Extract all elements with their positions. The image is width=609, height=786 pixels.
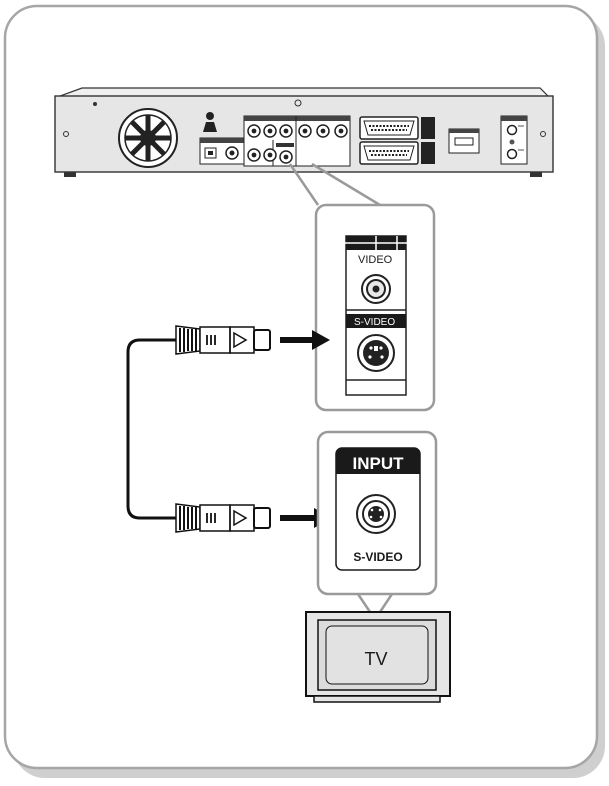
- outer-frame: [3, 4, 599, 770]
- tv-s-video-jack: [356, 494, 396, 534]
- digital-audio-out-block: [199, 137, 245, 165]
- tv-callout-lines: [356, 593, 394, 613]
- video-label: VIDEO: [358, 254, 393, 266]
- cable-plug-bottom: [175, 503, 271, 533]
- input-header: INPUT: [353, 454, 405, 473]
- tv-input-panel: INPUT S-VIDEO: [316, 430, 438, 596]
- tv-icon: TV: [305, 611, 451, 703]
- dvd-recorder-rear-panel: [54, 87, 554, 177]
- arrow-to-recorder-icon: [280, 330, 330, 350]
- tv-label: TV: [364, 649, 387, 669]
- s-video-cable: [126, 325, 271, 533]
- zoom-callout-lines: [288, 162, 381, 207]
- rear-panel-zoom-box: VIDEO S-VIDEO: [314, 203, 436, 412]
- person-icon: [203, 112, 217, 132]
- s-video-label: S-VIDEO: [354, 317, 395, 328]
- s-video-jack: [357, 334, 395, 372]
- scart-connectors: [359, 116, 435, 165]
- cooling-fan-icon: [118, 108, 178, 168]
- cable-plug-top: [175, 325, 271, 355]
- hdmi-out-port: [448, 128, 480, 154]
- tv-s-video-label: S-VIDEO: [353, 550, 402, 564]
- rf-antenna-ports: [500, 115, 528, 165]
- video-rca-jack: [361, 274, 391, 304]
- av-jacks-block: [243, 115, 351, 167]
